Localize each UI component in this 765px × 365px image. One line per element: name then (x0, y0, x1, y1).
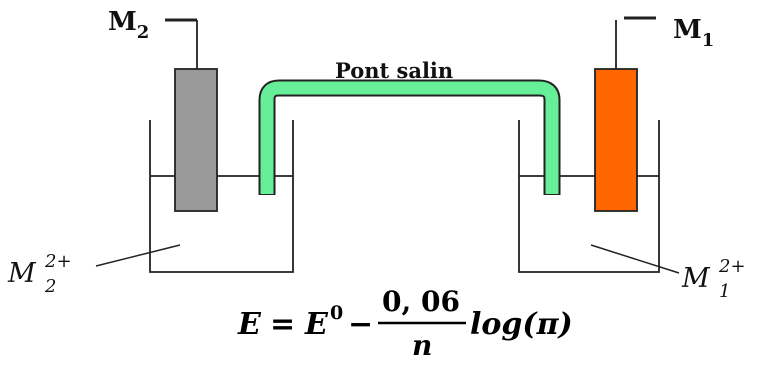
right-beaker-outline (518, 120, 660, 273)
left-electrode (174, 68, 218, 212)
right-solution-label: M (681, 263, 711, 294)
right-solution-charge: 2+ (718, 256, 746, 277)
formula-numerator: 0, 06 (382, 285, 460, 318)
formula-e0-superscript: 0 (330, 302, 343, 324)
formula-minus: − (348, 307, 373, 342)
left-solution-pointer (95, 244, 181, 267)
formula-lhs: E (237, 307, 262, 342)
right-beaker (518, 120, 660, 273)
nernst-formula: E = E 0 − 0, 06 n log(π) (237, 285, 573, 362)
formula-equals: = (270, 307, 295, 342)
right-electrode-label: M1 (673, 15, 714, 51)
left-solution-label: M (7, 258, 37, 289)
formula-log-term: log(π) (470, 307, 573, 342)
right-electrode-wire (615, 16, 656, 69)
right-electrode (594, 68, 638, 212)
left-solution-charge: 2+ (44, 251, 72, 272)
left-solution-index: 2 (44, 276, 56, 297)
left-electrode-label: M2 (108, 7, 149, 43)
salt-bridge-label: Pont salin (335, 58, 453, 83)
left-beaker-outline (149, 120, 294, 273)
formula-denominator: n (412, 329, 432, 362)
right-solution-index: 1 (719, 281, 730, 302)
salt-bridge (258, 79, 561, 195)
right-solution-pointer (590, 244, 680, 274)
formula-e0: E (304, 307, 329, 342)
left-electrode-wire (165, 18, 198, 69)
